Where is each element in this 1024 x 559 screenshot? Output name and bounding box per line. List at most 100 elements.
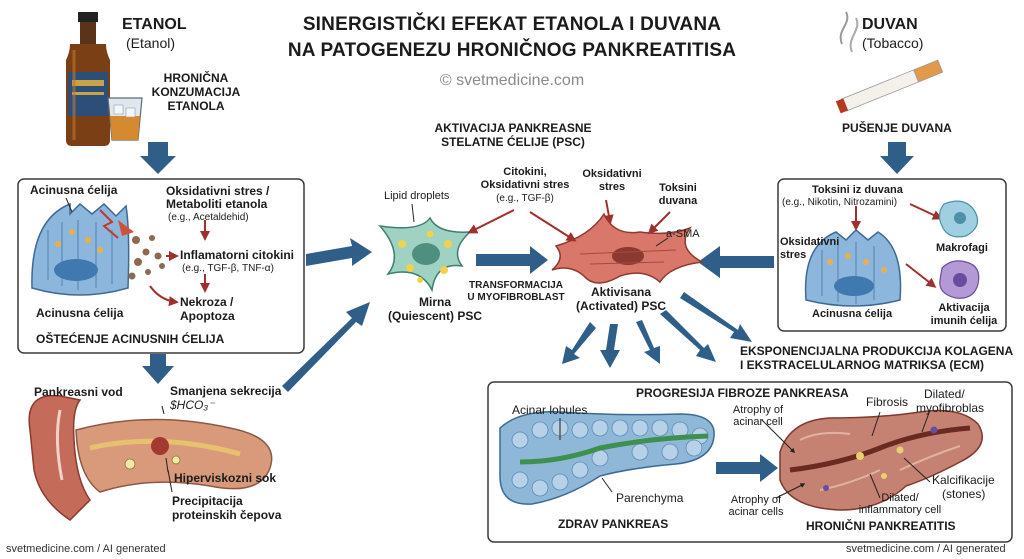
activated-line-2: (Activated) PSC bbox=[575, 299, 667, 313]
chronic-pancreatitis-label: HRONIČNI PANKREATITIS bbox=[806, 519, 956, 533]
calc-line-2: (stones) bbox=[942, 487, 986, 501]
chronic-pancreas-icon bbox=[779, 409, 983, 511]
tobacco-subtitle: (Tobacco) bbox=[862, 35, 924, 51]
ethanol-caption-2: KONZUMACIJA bbox=[151, 85, 241, 99]
pointer-parenchyma-icon bbox=[601, 477, 613, 493]
tobacco-toxins-example: (e.g., Nikotin, Nitrozamini) bbox=[782, 197, 898, 208]
psc-header-2: STELATNE ĆELIJE (PSC) bbox=[441, 135, 585, 149]
ethanol-title: ETANOL bbox=[122, 16, 187, 33]
transform-line-1: TRANSFORMACIJA bbox=[469, 280, 563, 291]
inflam-example: (e.g., TGF-β, TNF-α) bbox=[182, 263, 274, 274]
tobacco-oxidative-1: Oksidativni bbox=[780, 236, 840, 248]
atrophy-top-1: Atrophy of bbox=[732, 404, 784, 416]
arrow-to-necrosis-icon bbox=[149, 285, 179, 307]
atrophy-bottom-2: acinar cells bbox=[728, 506, 784, 518]
healthy-pancreas-icon bbox=[499, 411, 715, 505]
arrow-oxidative-to-activated-icon bbox=[603, 199, 614, 225]
cytokines-line-2: Oksidativni stres bbox=[480, 179, 570, 191]
acinar-cell-icon bbox=[31, 202, 134, 296]
arrow-cytokines-to-activated-icon bbox=[529, 211, 577, 242]
arrow-duct-to-psc-icon bbox=[282, 302, 370, 392]
arrow-tobacco-to-psc-icon bbox=[698, 246, 774, 278]
inflam-title: Inflamatorni citokini bbox=[180, 248, 295, 262]
pointer-calcification-icon bbox=[903, 457, 931, 483]
quiescent-line-1: Mirna bbox=[418, 295, 451, 309]
tobacco-oxidative-2: stres bbox=[780, 249, 807, 261]
fibrosis-box-title: PROGRESIJA FIBROZE PANKREASA bbox=[636, 386, 849, 400]
cigarette-icon bbox=[835, 11, 944, 114]
arrow-psc-down-2-icon bbox=[600, 324, 620, 368]
toxins-line-1: Toksini bbox=[659, 182, 697, 194]
secretion-formula: $HCO₃⁻ bbox=[170, 398, 215, 412]
arrow-ethanol-down-icon bbox=[140, 142, 176, 174]
secretion-line-1: Smanjena sekrecija bbox=[170, 384, 282, 398]
calc-line-1: Kalcifikacije bbox=[932, 473, 995, 487]
tobacco-toxins-title: Toksini iz duvana bbox=[812, 184, 903, 196]
arrow-toxins-to-macrophage-icon bbox=[909, 203, 943, 220]
quiescent-psc-icon bbox=[378, 216, 473, 293]
oxidative-line-1: Oksidativni stres / bbox=[166, 184, 270, 198]
pointer-viscous-icon bbox=[165, 457, 169, 473]
parenchyma-label: Parenchyma bbox=[616, 491, 684, 505]
tobacco-acinar-label: Acinusna ćelija bbox=[812, 308, 893, 320]
immune-line-2: imunih ćelija bbox=[930, 315, 998, 327]
acinar-box-footer: OŠTEĆENJE ACINUSNIH ĆELIJA bbox=[36, 332, 225, 346]
ecm-line-1: EKSPONENCIJALNA PRODUKCIJA KOLAGENA bbox=[740, 344, 1014, 358]
pointer-secretion-icon bbox=[161, 405, 165, 415]
tobacco-title: DUVAN bbox=[862, 16, 918, 33]
lipid-label: Lipid droplets bbox=[384, 190, 450, 202]
viscous-label: Hiperviskozni sok bbox=[174, 471, 277, 485]
arrow-psc-down-1-icon bbox=[562, 322, 596, 364]
oxidative-line-2: Metaboliti etanola bbox=[166, 197, 268, 211]
arrow-psc-down-4-icon bbox=[660, 310, 716, 362]
tobacco-acinar-cell-icon bbox=[804, 228, 902, 307]
fibrosis-label: Fibrosis bbox=[866, 395, 909, 409]
psc-oxidative-line-1: Oksidativni bbox=[582, 168, 642, 180]
arrow-toxins-to-activated-icon bbox=[647, 211, 671, 235]
arrow-acinar-to-psc-icon bbox=[306, 238, 372, 266]
footer-left: svetmedicine.com / AI generated bbox=[6, 543, 166, 555]
transform-line-2: U MYOFIBROBLAST bbox=[467, 292, 565, 303]
whisky-glass-icon bbox=[107, 97, 143, 141]
arrow-transform-icon bbox=[476, 246, 548, 274]
tobacco-caption: PUŠENJE DUVANA bbox=[842, 121, 952, 135]
cytokines-line-1: Citokini, bbox=[503, 166, 547, 178]
activated-psc-icon bbox=[551, 212, 705, 284]
psc-oxidative-line-2: stres bbox=[598, 181, 626, 193]
ethanol-caption-1: HRONIČNA bbox=[163, 71, 229, 85]
immune-cell-icon bbox=[939, 260, 980, 299]
pointer-atrophy-bottom-icon bbox=[775, 483, 806, 499]
precip-line-1: Precipitacija bbox=[172, 494, 243, 508]
whisky-bottle-icon bbox=[66, 12, 110, 146]
arrow-acinar-to-duct-icon bbox=[142, 354, 174, 384]
pointer-atrophy-top-icon bbox=[761, 419, 796, 454]
arrow-psc-down-3-icon bbox=[636, 320, 660, 364]
pointer-myofibroblast-icon bbox=[921, 409, 931, 433]
ethanol-subtitle: (Etanol) bbox=[126, 35, 176, 51]
pointer-asma-icon bbox=[655, 237, 669, 247]
watermark: © svetmedicine.com bbox=[439, 72, 585, 89]
pancreas-duct-icon bbox=[28, 394, 273, 521]
pointer-acinar-top-icon bbox=[65, 197, 73, 213]
arrow-psc-to-ecm-icon bbox=[680, 292, 752, 342]
ethanol-caption-3: ETANOLA bbox=[167, 99, 225, 113]
ecm-line-2: I EKSTRACELULARNOG MATRIKSA (ECM) bbox=[740, 358, 984, 372]
pointer-fibrosis-icon bbox=[871, 411, 881, 437]
title-line-2: NA PATOGENEZU HRONIČNOG PANKREATITISA bbox=[287, 40, 737, 61]
macrophage-label: Makrofagi bbox=[936, 242, 988, 254]
dilated-inf-1: Dilated/ bbox=[881, 492, 919, 504]
atrophy-bottom-1: Atrophy of bbox=[730, 494, 782, 506]
arrow-tobacco-down-icon bbox=[880, 142, 914, 174]
title-line-1: SINERGISTIČKI EFEKAT ETANOLA I DUVANA bbox=[302, 14, 722, 35]
arrow-healthy-to-chronic-icon bbox=[716, 454, 778, 482]
toxins-line-2: duvana bbox=[658, 195, 698, 207]
pointer-lipid-icon bbox=[411, 203, 415, 223]
acinar-label-top: Acinusna ćelija bbox=[30, 183, 118, 197]
activated-line-1: Aktivisana bbox=[590, 285, 652, 299]
necrosis-line-2: Apoptoza bbox=[180, 309, 235, 323]
arrow-cytokines-to-quiescent-icon bbox=[467, 209, 515, 234]
precip-line-2: proteinskih čepova bbox=[172, 508, 282, 522]
atrophy-top-2: acinar cell bbox=[733, 416, 783, 428]
oxidative-example: (e.g., Acetaldehid) bbox=[168, 212, 249, 223]
